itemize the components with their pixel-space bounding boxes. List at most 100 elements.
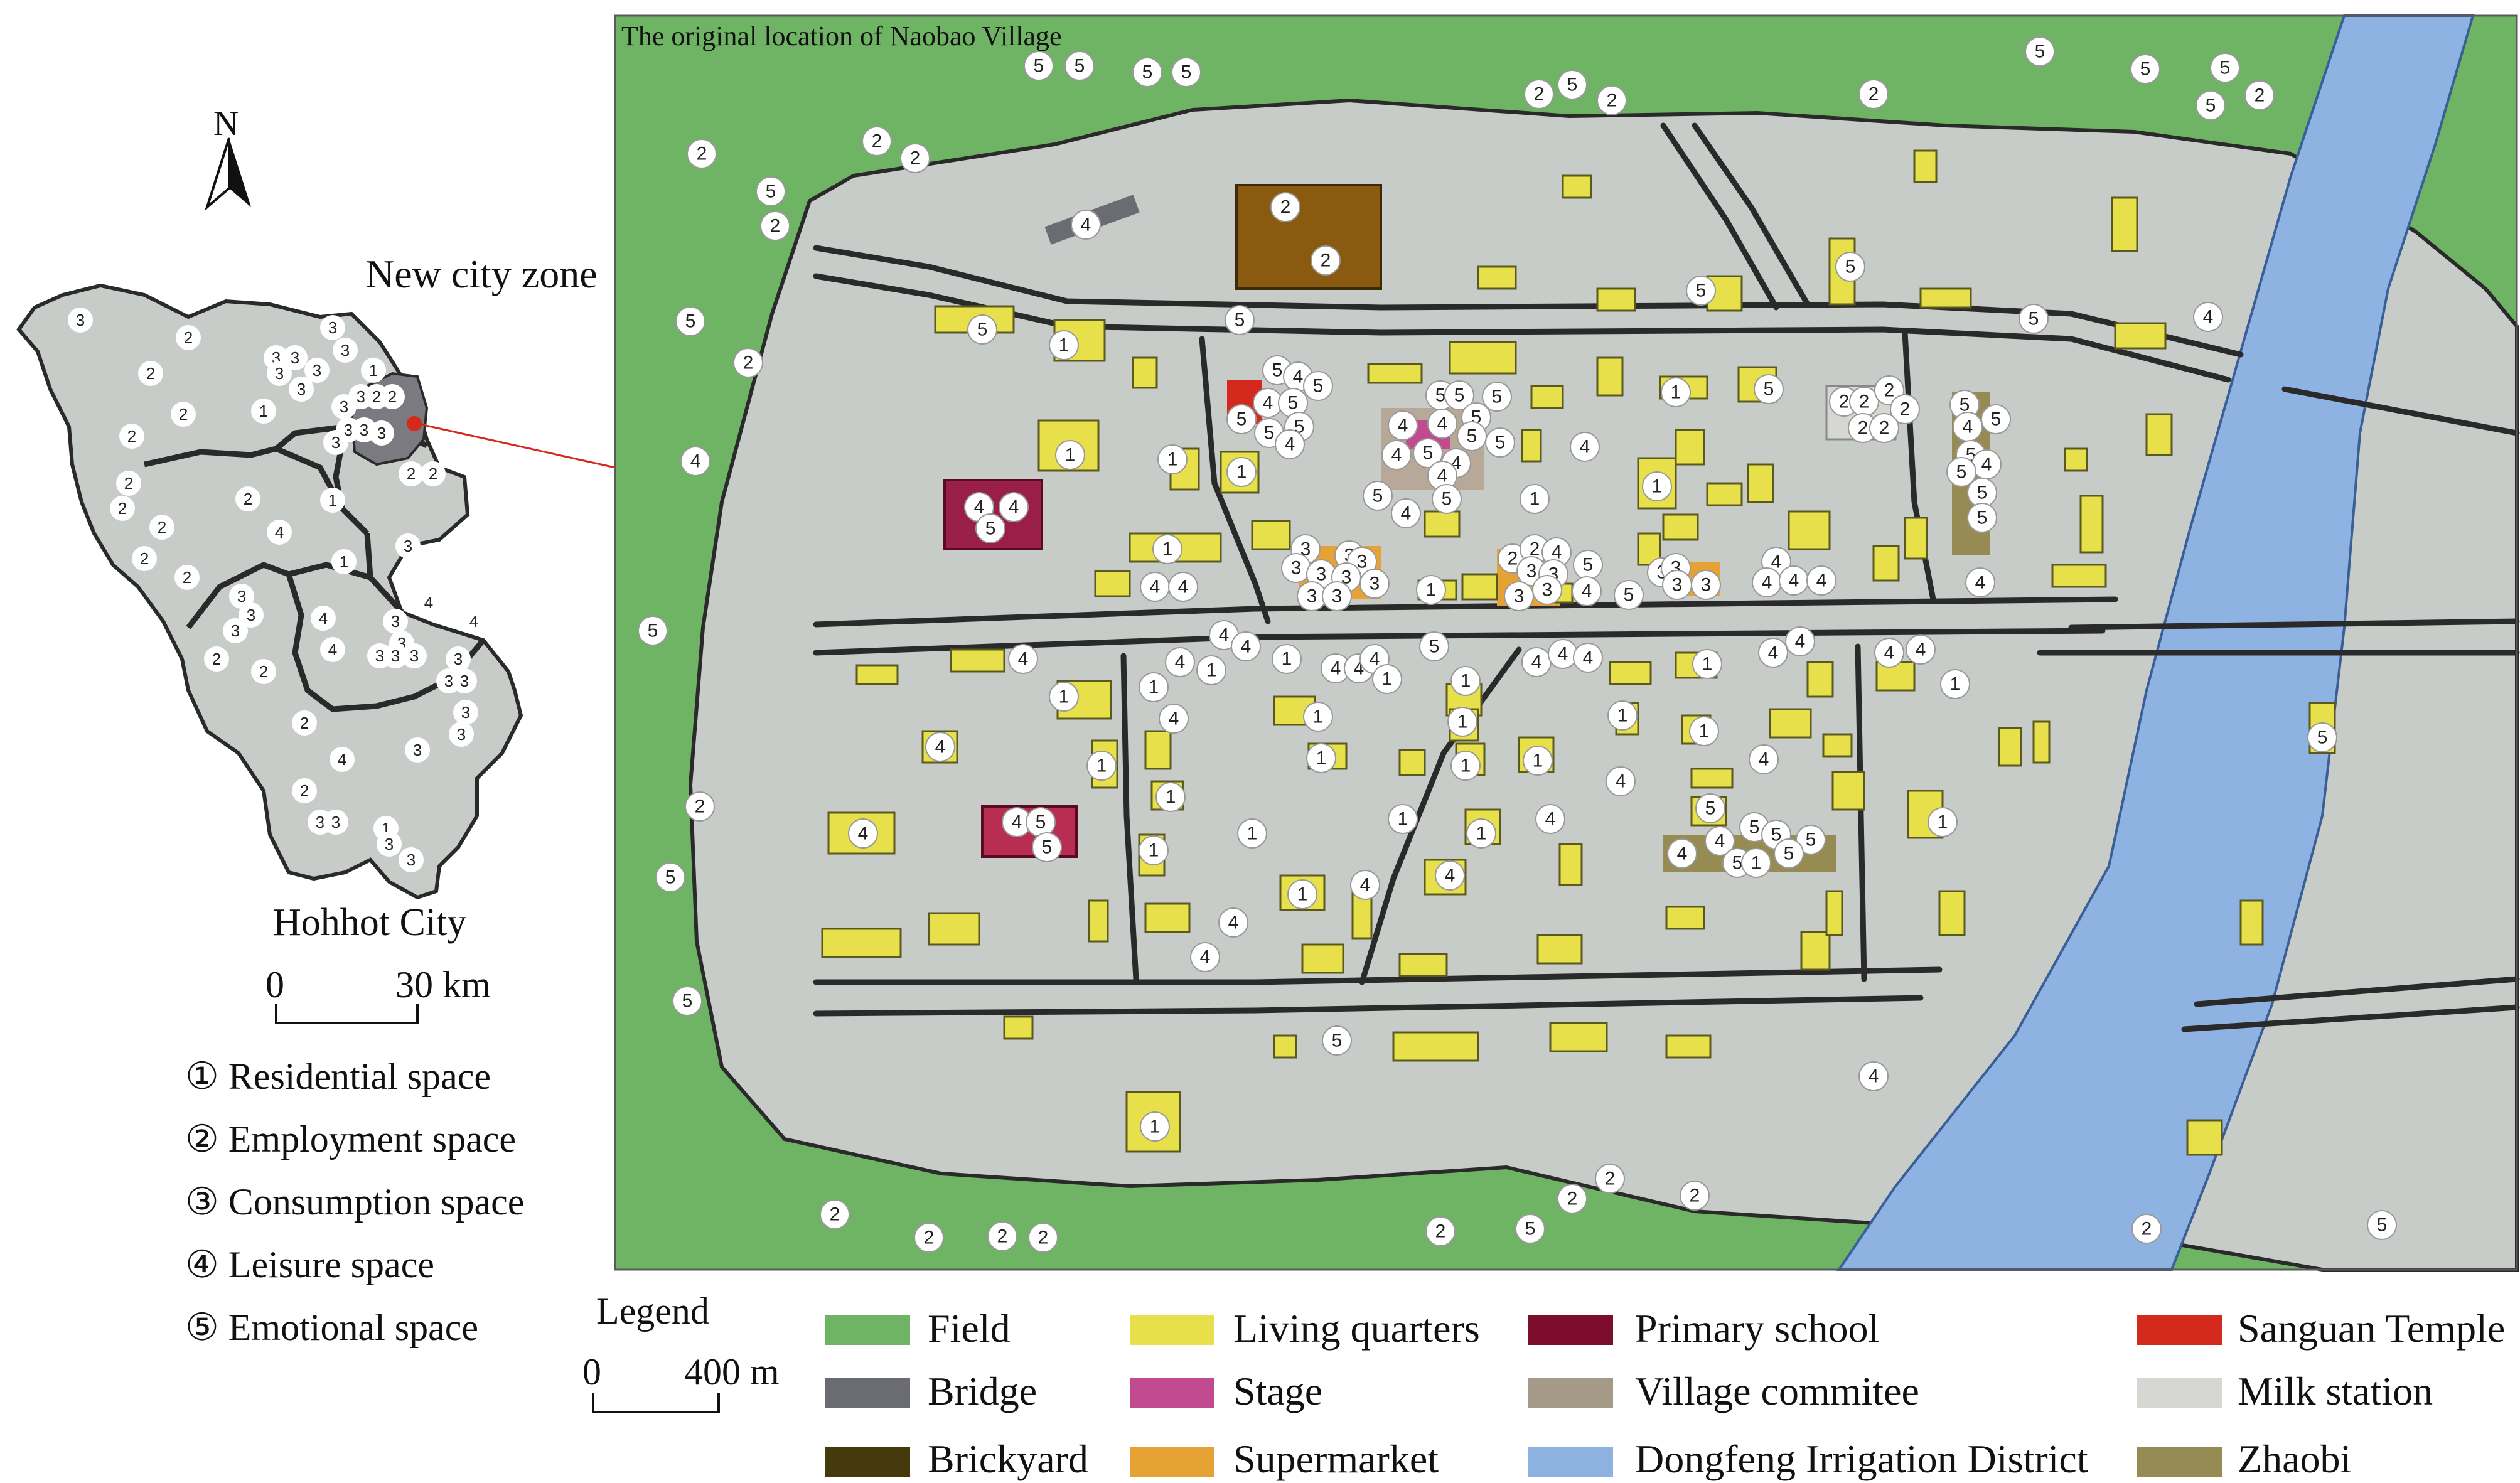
marker: 5 [675,306,705,336]
svg-text:5: 5 [985,518,996,539]
legend-swatch-milk-station [2137,1378,2222,1408]
marker: 4 [311,606,336,631]
svg-text:3: 3 [1542,580,1553,601]
marker: 2 [149,515,174,540]
marker: 4 [1749,744,1779,774]
marker: 5 [1754,374,1784,404]
svg-text:2: 2 [1321,250,1331,271]
marker: 4 [1705,826,1735,856]
marker: 2 [110,496,135,521]
legend-swatch-primary-school [1528,1315,1613,1345]
marker: 2 [1028,1223,1058,1253]
svg-text:4: 4 [1150,577,1161,597]
marker: 1 [1287,879,1317,909]
marker: 1 [1157,444,1188,474]
svg-text:3: 3 [391,646,400,665]
marker: 2 [2131,1214,2162,1244]
svg-text:4: 4 [1293,367,1304,387]
svg-text:5: 5 [2029,309,2039,329]
marker: 4 [848,818,878,849]
marker: 5 [1322,1025,1352,1056]
marker: 4 [1209,620,1239,650]
svg-text:1: 1 [1671,382,1681,403]
svg-text:5: 5 [1075,56,1085,77]
legend-swatch-stage [1130,1378,1214,1408]
hohhot-city-label: Hohhot City [273,901,467,944]
marker: 4 [2193,302,2223,332]
marker: 1 [1741,848,1771,878]
svg-text:5: 5 [1583,555,1594,576]
marker: 5 [1967,503,1997,533]
svg-text:4: 4 [1391,445,1402,466]
svg-text:4: 4 [328,640,337,659]
marker: 5 [1064,51,1095,81]
marker: 1 [1303,702,1333,732]
svg-text:2: 2 [1884,380,1895,401]
marker: 4 [1965,567,1995,597]
svg-text:5: 5 [1495,432,1506,453]
marker: 2 [421,461,446,486]
svg-text:3: 3 [1300,539,1311,560]
svg-text:4: 4 [1012,812,1022,833]
svg-text:3: 3 [461,703,470,722]
marker: 4 [925,732,955,762]
marker: 5 [1225,305,1255,335]
marker: 3 [405,737,430,763]
space-type-5: ⑤ Emotional space [185,1307,478,1348]
svg-text:3: 3 [1370,574,1380,594]
svg-text:1: 1 [1398,809,1408,830]
svg-text:3: 3 [404,537,412,555]
svg-text:3: 3 [316,813,324,832]
legend-label-village-commitee: Village commitee [1635,1369,1919,1413]
svg-text:3: 3 [297,380,306,399]
svg-text:3: 3 [237,587,246,606]
marker: 3 [267,361,292,386]
marker: 1 [1520,484,1550,514]
svg-text:2: 2 [1900,399,1911,420]
marker: 4 [1165,647,1195,677]
svg-text:5: 5 [685,311,696,332]
svg-text:4: 4 [1762,572,1772,593]
svg-text:3: 3 [454,650,463,668]
svg-text:3: 3 [375,646,384,665]
svg-text:2: 2 [1435,1221,1446,1242]
marker: 1 [1450,666,1481,696]
marker: 3 [68,308,93,333]
marker: 2 [292,778,317,803]
marker: 5 [1444,380,1474,410]
svg-text:5: 5 [1142,62,1153,83]
svg-text:1: 1 [259,402,268,420]
svg-text:3: 3 [413,741,422,759]
marker: 5 [1614,580,1644,610]
marker: 5 [1774,838,1804,869]
svg-text:3: 3 [231,621,240,640]
svg-text:4: 4 [1263,393,1273,414]
marker: 2 [174,565,200,590]
marker: 2 [1311,245,1341,276]
marker: 1 [1450,751,1481,781]
legend-swatch-brickyard [825,1447,910,1477]
svg-text:3: 3 [444,672,453,690]
marker: 1 [331,549,357,574]
marker: 4 [1858,1061,1889,1091]
svg-text:3: 3 [331,813,340,832]
svg-text:4: 4 [1975,572,1986,593]
marker: 2 [292,710,317,736]
marker: 4 [267,520,292,545]
svg-text:5: 5 [1423,443,1434,464]
marker: 4 [1168,572,1198,602]
svg-text:5: 5 [1977,508,1988,528]
svg-text:4: 4 [1219,625,1230,646]
svg-text:2: 2 [743,353,754,373]
svg-text:1: 1 [1699,721,1710,742]
marker: 5 [1024,51,1054,81]
marker: 4 [1381,440,1412,470]
svg-text:4: 4 [1795,631,1806,652]
marker: 5 [2025,36,2055,67]
space-type-3: ③ Consumption space [185,1181,525,1223]
svg-text:3: 3 [328,318,337,337]
svg-text:5: 5 [2140,59,2151,80]
svg-text:1: 1 [1382,669,1393,690]
svg-text:4: 4 [469,612,478,631]
svg-text:3: 3 [1514,586,1525,607]
